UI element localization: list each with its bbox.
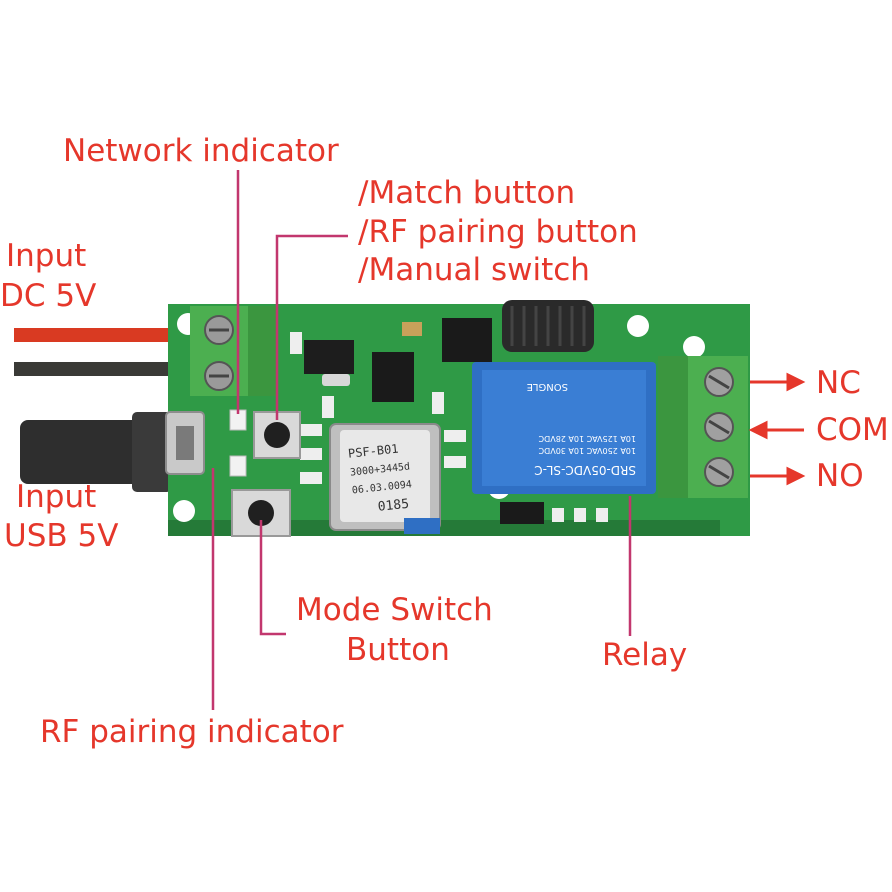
terminal-no: NO bbox=[816, 458, 864, 494]
label-input-usb-2: USB 5V bbox=[4, 518, 119, 554]
ic-chip bbox=[372, 352, 414, 402]
label-input-dc-1: Input bbox=[6, 238, 87, 274]
wifi-module-shield bbox=[340, 430, 430, 522]
mode-switch-button[interactable] bbox=[248, 500, 274, 526]
label-mode-switch-2: Button bbox=[346, 632, 450, 668]
leader-mode-switch bbox=[259, 520, 286, 636]
dc-black-wire bbox=[14, 362, 192, 376]
relay-text: SONGLE bbox=[527, 381, 568, 392]
arrow-nc-head bbox=[786, 372, 806, 392]
label-rf-pairing-indicator: RF pairing indicator bbox=[40, 714, 344, 750]
rf-pairing-led bbox=[229, 455, 247, 477]
smd-part bbox=[574, 508, 586, 522]
module-text: PSF-B01 bbox=[347, 442, 399, 461]
relay-text: 10A 125VAC 10A 28VDC bbox=[538, 434, 636, 443]
usb-cable bbox=[20, 420, 140, 484]
transistor bbox=[500, 502, 544, 524]
mount-hole bbox=[683, 336, 705, 358]
smd-part bbox=[322, 396, 334, 418]
module-text: 0185 bbox=[377, 497, 410, 515]
smd-part bbox=[444, 456, 466, 468]
regulator-chip bbox=[304, 340, 354, 374]
relay-text: 10A 250VAC 10A 30VDC bbox=[538, 446, 636, 455]
smd-part bbox=[300, 424, 322, 436]
pcb-edge-shade bbox=[168, 520, 750, 536]
output-terminal-side bbox=[658, 356, 688, 498]
label-match-button-2: /RF pairing button bbox=[358, 214, 638, 250]
smd-part bbox=[300, 448, 322, 460]
wifi-module-antenna bbox=[404, 518, 440, 534]
smd-part bbox=[552, 508, 564, 522]
smd-part bbox=[300, 472, 322, 484]
label-match-button-3: /Manual switch bbox=[358, 252, 590, 288]
smd-part bbox=[402, 322, 422, 336]
label-network-indicator: Network indicator bbox=[63, 133, 339, 169]
label-input-usb-1: Input bbox=[16, 479, 97, 515]
usb-cable-plug bbox=[132, 412, 172, 492]
mount-hole bbox=[627, 315, 649, 337]
terminal-com: COM bbox=[816, 412, 889, 448]
dc-red-wire bbox=[14, 328, 192, 342]
mount-hole bbox=[173, 500, 195, 522]
leader-match-button bbox=[275, 234, 348, 420]
relay-print: SRD-05VDC-SL-C 10A 250VAC 10A 30VDC 10A … bbox=[527, 381, 636, 477]
dc-terminal-side bbox=[248, 306, 278, 396]
relay-text: SRD-05VDC-SL-C bbox=[534, 463, 636, 477]
terminal-nc: NC bbox=[816, 365, 861, 401]
arrow-no-head bbox=[786, 466, 806, 486]
crystal bbox=[322, 374, 350, 386]
ic-chip bbox=[442, 318, 492, 362]
smd-part bbox=[596, 508, 608, 522]
relay-top bbox=[482, 370, 646, 486]
smd-part bbox=[444, 430, 466, 442]
smd-part bbox=[432, 392, 444, 414]
label-match-button-1: /Match button bbox=[358, 175, 576, 211]
smd-part bbox=[290, 332, 302, 354]
arrow-com-head bbox=[748, 420, 768, 440]
label-relay: Relay bbox=[602, 637, 688, 673]
match-button[interactable] bbox=[264, 422, 290, 448]
label-mode-switch-1: Mode Switch bbox=[296, 592, 493, 628]
label-input-dc-2: DC 5V bbox=[0, 278, 97, 314]
